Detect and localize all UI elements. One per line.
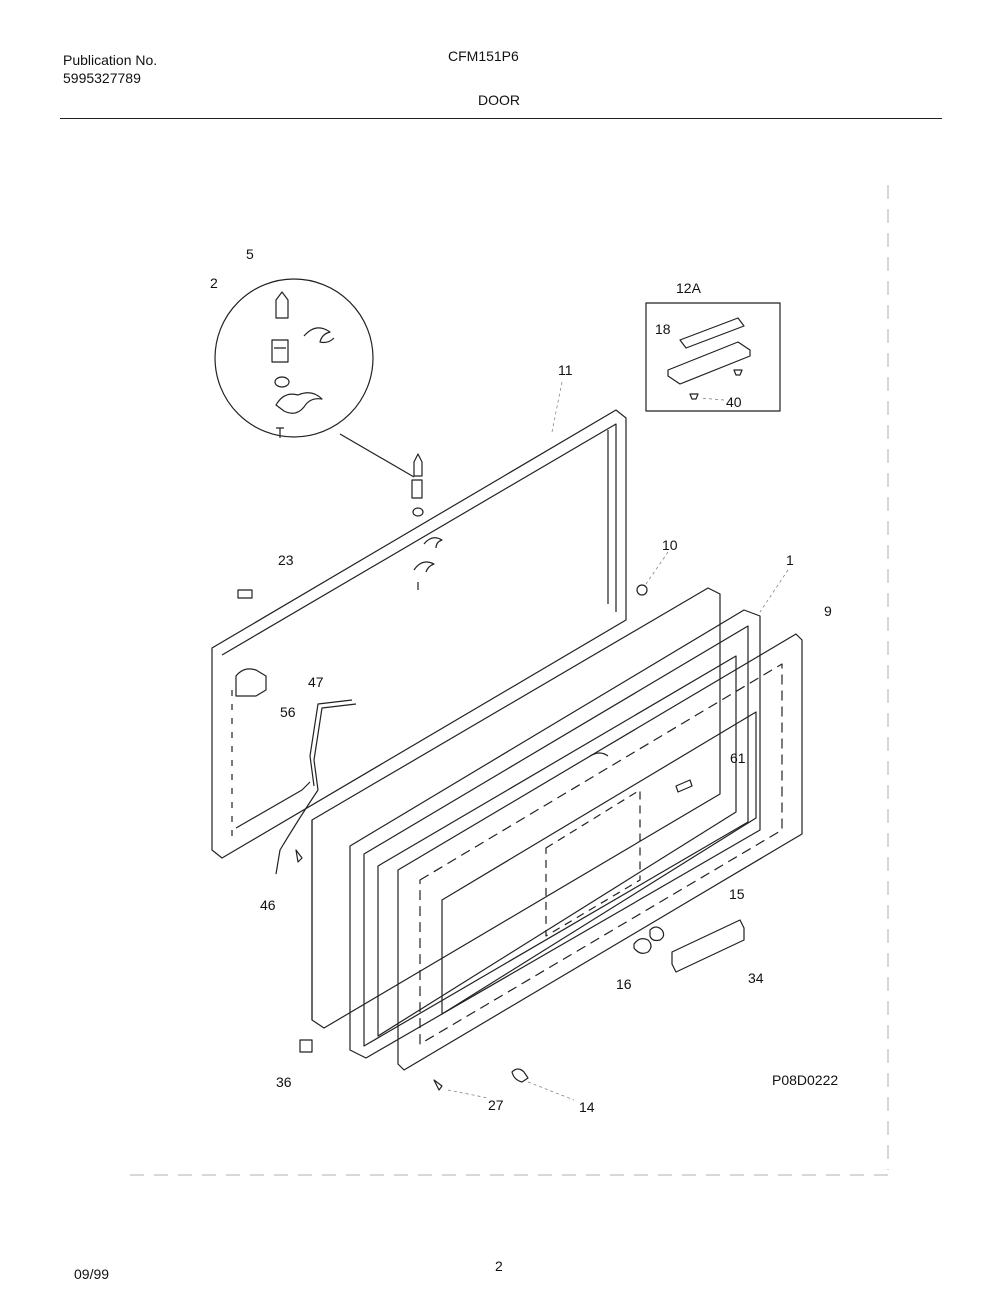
callout-11: 11 (558, 362, 573, 378)
inner-door-liner (397, 633, 803, 1071)
callout-10: 10 (662, 537, 678, 553)
callout-14: 14 (579, 1099, 595, 1115)
callout-5: 5 (246, 246, 254, 262)
wire-harness (235, 699, 357, 875)
callout-1: 1 (786, 552, 794, 568)
callout-9: 9 (824, 603, 832, 619)
figure-id: P08D0222 (772, 1072, 839, 1088)
kit-12a-box (645, 302, 781, 412)
section-title: DOOR (478, 92, 520, 108)
callout-61: 61 (730, 750, 746, 766)
callout-2: 2 (210, 275, 218, 291)
publication-number: 5995327789 (63, 70, 141, 86)
model-number: CFM151P6 (448, 48, 519, 64)
hinge-detail-circle (214, 278, 415, 478)
callout-16: 16 (616, 976, 632, 992)
callout-46: 46 (260, 897, 276, 913)
callout-40: 40 (726, 394, 742, 410)
frame-lines (130, 185, 890, 1176)
handle-parts (633, 919, 745, 973)
callout-36: 36 (276, 1074, 292, 1090)
callout-34: 34 (748, 970, 764, 986)
fasteners (299, 584, 648, 1091)
callout-12a: 12A (676, 280, 701, 296)
header-rule (60, 118, 942, 119)
publication-label: Publication No. (63, 52, 158, 68)
callout-47: 47 (308, 674, 324, 690)
callout-23: 23 (278, 552, 294, 568)
callout-56: 56 (280, 704, 296, 720)
outer-door-panel (211, 409, 627, 859)
hinge-parts (411, 453, 443, 590)
footer-date: 09/99 (74, 1266, 110, 1282)
page-number: 2 (495, 1258, 503, 1274)
callout-27: 27 (488, 1097, 504, 1113)
callout-15: 15 (729, 886, 745, 902)
door-liner (311, 587, 721, 1029)
callout-18: 18 (655, 321, 671, 337)
leader-lines (447, 381, 789, 1101)
door-gasket (349, 609, 761, 1059)
